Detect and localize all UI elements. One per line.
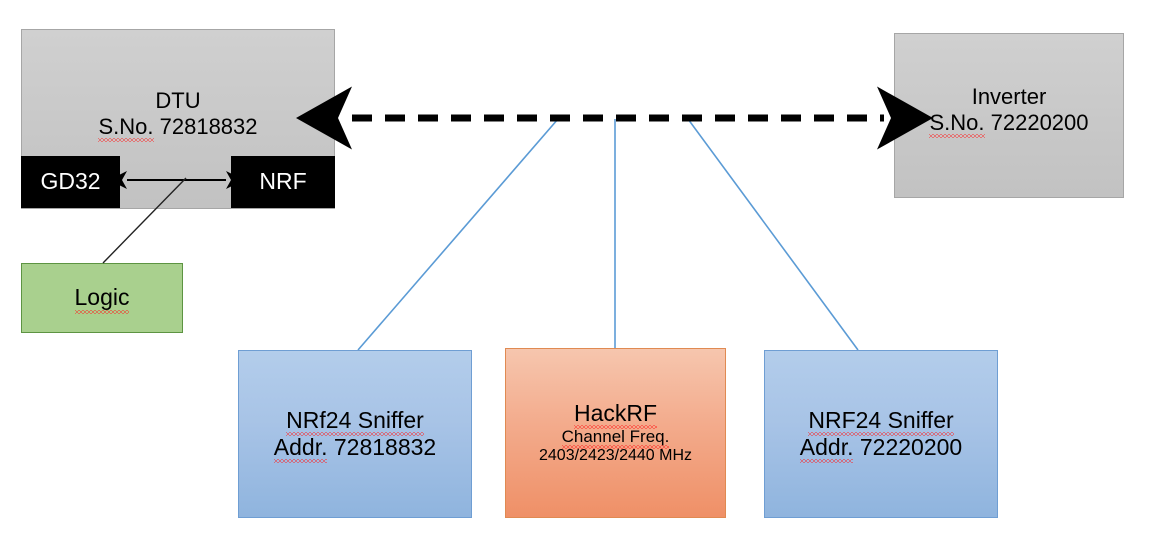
sniffer-right-addr-prefix: Addr. [799, 434, 854, 464]
sniffer-left-addr-value: 72818832 [333, 434, 437, 460]
hackrf-frequencies: 2403/2423/2440 MHz [539, 447, 692, 465]
sniffer-right-addr: Addr. 72220200 [799, 434, 963, 464]
nrf-label: NRF [259, 168, 307, 195]
dtu-serial-prefix: S.No. [98, 113, 154, 142]
sniffer-right-tap-line [687, 118, 859, 351]
sniffer-left-tap-line [357, 118, 559, 351]
hackrf-label: HackRF [573, 399, 658, 430]
sniffer-left-addr: Addr. 72818832 [273, 434, 437, 464]
node-gd32[interactable]: GD32 [21, 156, 120, 208]
node-sniffer-right[interactable]: NRF24 Sniffer Addr. 72220200 [764, 350, 998, 518]
inverter-serial-value: 72220200 [990, 109, 1089, 135]
dtu-label: DTU [155, 88, 201, 113]
sniffer-right-addr-value: 72220200 [859, 434, 963, 460]
inverter-serial: S.No. 72220200 [929, 109, 1089, 138]
dtu-serial: S.No. 72818832 [98, 113, 258, 142]
inverter-label: Inverter [971, 84, 1047, 109]
sniffer-right-label: NRF24 Sniffer [808, 406, 954, 437]
logic-label: Logic [74, 284, 130, 314]
dtu-serial-value: 72818832 [159, 113, 258, 139]
inverter-serial-prefix: S.No. [929, 109, 985, 138]
sniffer-left-addr-prefix: Addr. [273, 434, 328, 464]
hackrf-sub-label: Channel Freq. [561, 427, 670, 450]
node-logic[interactable]: Logic [21, 263, 183, 333]
sniffer-left-label: NRf24 Sniffer [286, 406, 424, 437]
node-inverter[interactable]: Inverter S.No. 72220200 [894, 33, 1124, 198]
gd32-label: GD32 [40, 168, 101, 195]
node-hackrf[interactable]: HackRF Channel Freq. 2403/2423/2440 MHz [505, 348, 726, 518]
node-sniffer-left[interactable]: NRf24 Sniffer Addr. 72818832 [238, 350, 472, 518]
node-nrf[interactable]: NRF [231, 156, 335, 208]
